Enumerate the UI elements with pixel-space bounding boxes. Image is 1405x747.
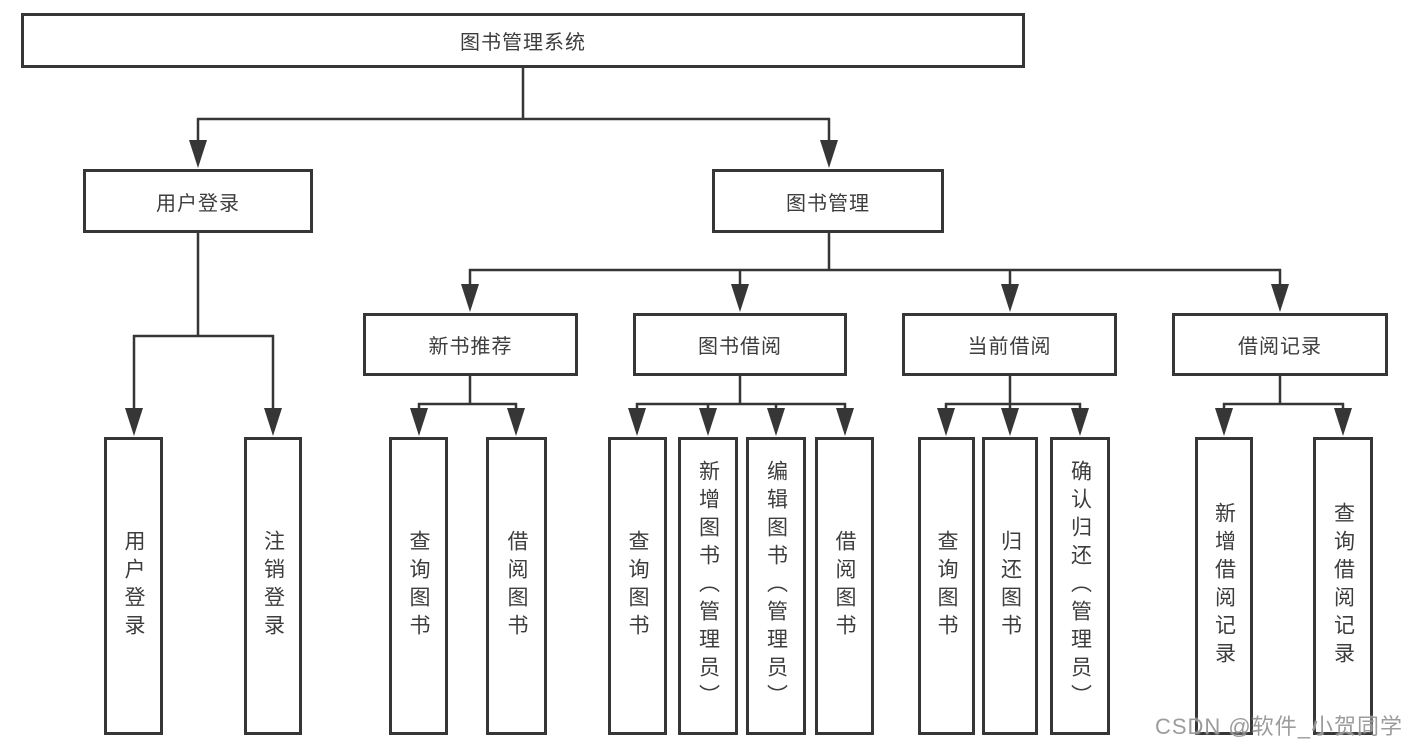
node-leaf-return-book: 归还图书: [982, 437, 1038, 735]
node-label: 借阅图书: [833, 530, 856, 642]
node-label: 图书借阅: [698, 336, 782, 358]
node-leaf-add-record: 新增借阅记录: [1195, 437, 1253, 735]
node-leaf-confirm-return: 确认归还（管理员）: [1050, 437, 1110, 735]
node-label: 当前借阅: [967, 336, 1052, 358]
node-label: 新增图书（管理员）: [696, 460, 720, 712]
node-leaf-query-book-2: 查询图书: [608, 437, 667, 735]
node-label: 确认归还（管理员）: [1068, 460, 1092, 712]
node-leaf-borrow-book-1: 借阅图书: [486, 437, 547, 735]
node-label: 借阅图书: [505, 530, 528, 642]
node-root: 图书管理系统: [21, 13, 1025, 68]
node-leaf-logout: 注销登录: [244, 437, 302, 735]
node-label: 归还图书: [998, 530, 1022, 642]
node-label: 用户登录: [122, 530, 145, 642]
node-borrow-record: 借阅记录: [1172, 313, 1388, 376]
node-leaf-user-login: 用户登录: [104, 437, 163, 735]
node-leaf-add-book: 新增图书（管理员）: [678, 437, 738, 735]
node-leaf-query-record: 查询借阅记录: [1313, 437, 1373, 735]
node-label: 用户登录: [156, 192, 240, 215]
node-label: 新书推荐: [428, 336, 513, 358]
node-user-login: 用户登录: [83, 169, 313, 233]
node-current-borrow: 当前借阅: [902, 313, 1117, 376]
node-label: 借阅记录: [1238, 336, 1322, 358]
node-label: 编辑图书（管理员）: [764, 460, 788, 712]
node-leaf-borrow-book-2: 借阅图书: [815, 437, 874, 735]
node-label: 查询图书: [626, 530, 649, 642]
node-book-borrow: 图书借阅: [633, 313, 847, 376]
node-label: 图书管理: [786, 192, 870, 215]
node-leaf-query-book-1: 查询图书: [389, 437, 448, 735]
node-label: 查询图书: [407, 530, 430, 642]
watermark: CSDN @软件_小贺同学: [1154, 714, 1403, 739]
node-leaf-query-book-3: 查询图书: [918, 437, 975, 735]
node-leaf-edit-book: 编辑图书（管理员）: [746, 437, 806, 735]
node-label: 图书管理系统: [460, 32, 586, 54]
node-label: 查询图书: [935, 530, 958, 642]
node-label: 新增借阅记录: [1212, 502, 1236, 670]
node-label: 注销登录: [261, 530, 285, 642]
node-new-book-rec: 新书推荐: [363, 313, 578, 376]
node-label: 查询借阅记录: [1331, 502, 1355, 670]
node-book-mgmt: 图书管理: [712, 169, 944, 233]
